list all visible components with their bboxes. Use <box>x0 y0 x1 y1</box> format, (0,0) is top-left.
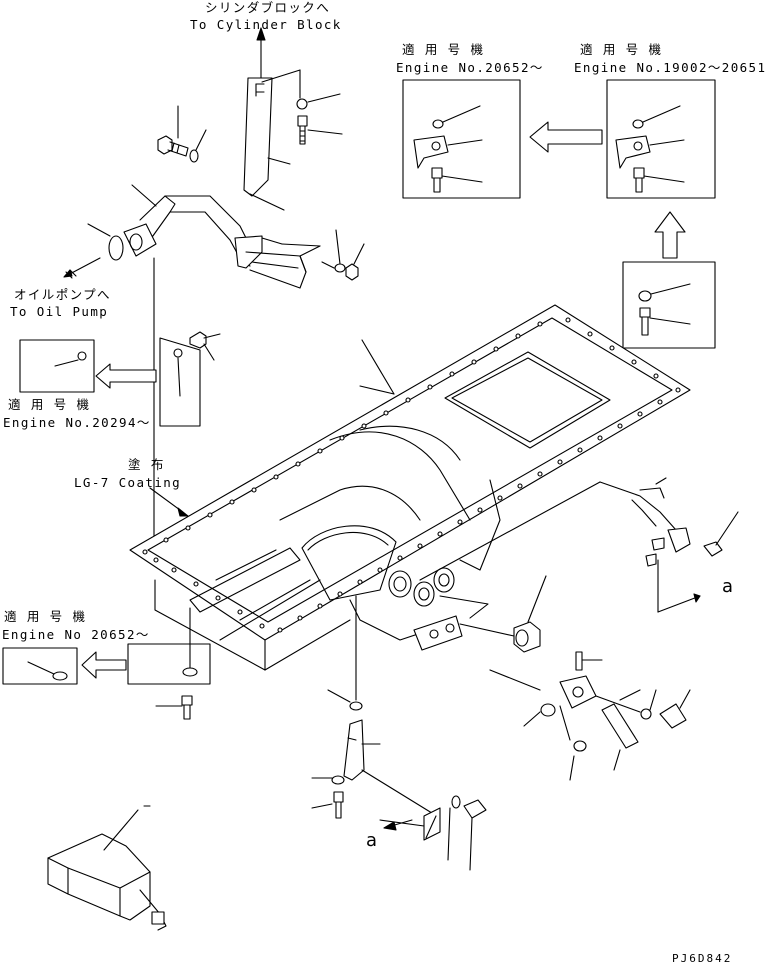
reference-mark-a-right: a <box>722 576 734 597</box>
left-arrow-20294 <box>95 363 157 389</box>
engine-no-20294-label: Engine No.20294～ <box>3 415 151 430</box>
drain-cover <box>459 575 547 653</box>
to-oil-pump-jp-label: オイルポンプへ <box>14 287 111 302</box>
to-cylinder-block-jp-label: シリンダブロックへ <box>205 0 331 15</box>
pipe-washer <box>189 149 199 163</box>
oil-pan <box>129 304 691 671</box>
arrow-up-to-19002 <box>654 211 686 259</box>
bottom-bolt <box>311 791 344 819</box>
coating-en-label: LG-7 Coating <box>74 475 182 490</box>
bottom-washer-a <box>349 701 363 711</box>
clamp-bolt <box>463 799 487 871</box>
drawing-code: PJ6D842 <box>672 952 733 965</box>
arrow-19002-to-20652 <box>529 121 603 153</box>
flange-bolt-holes <box>142 317 681 633</box>
gauge-guide-bracket <box>243 77 285 211</box>
pan-corner-bolt <box>155 695 193 720</box>
o-ring <box>108 235 124 261</box>
reference-mark-a-bottom: a <box>366 830 378 851</box>
left-arrow-20652 <box>81 651 127 679</box>
detail-box-20652-oil-pan <box>127 643 211 685</box>
to-cylinder-block-en-label: To Cylinder Block <box>190 17 342 32</box>
top-bolt <box>297 115 308 145</box>
pipe-bolt <box>157 135 189 157</box>
applicable-jp-label-top-right: 適 用 号 機 <box>580 42 663 57</box>
detail-box-bracket-bolt <box>622 261 716 349</box>
engine-no-20652-label-top: Engine No.20652～ <box>396 60 544 75</box>
gauge-clamp-bracket <box>343 719 441 841</box>
bottom-washer-b <box>331 775 345 785</box>
engine-no-19002-20651-label: Engine No.19002～20651 <box>574 60 766 75</box>
sensor-harness <box>419 477 739 613</box>
clamp-washer <box>451 795 461 809</box>
to-oil-pump-arrow <box>63 257 101 279</box>
applicable-jp-label-bottom-left: 適 用 号 機 <box>4 609 87 624</box>
drain-plug-assembly <box>489 651 691 781</box>
detail-box-20652-bottom <box>2 647 78 685</box>
bracket-detail <box>159 331 221 427</box>
top-washer <box>296 98 308 110</box>
applicable-jp-label-top-left: 適 用 号 機 <box>402 42 485 57</box>
pipe-end-washer-nut <box>321 229 365 281</box>
oil-level-gauge-guide <box>47 809 167 931</box>
to-cylinder-block-arrow <box>256 27 266 79</box>
applicable-jp-label-mid-left: 適 用 号 機 <box>8 397 91 412</box>
suction-pipe <box>123 184 321 289</box>
engine-no-20652-label-bottom: Engine No 20652～ <box>2 627 150 642</box>
to-oil-pump-en-label: To Oil Pump <box>10 304 109 319</box>
